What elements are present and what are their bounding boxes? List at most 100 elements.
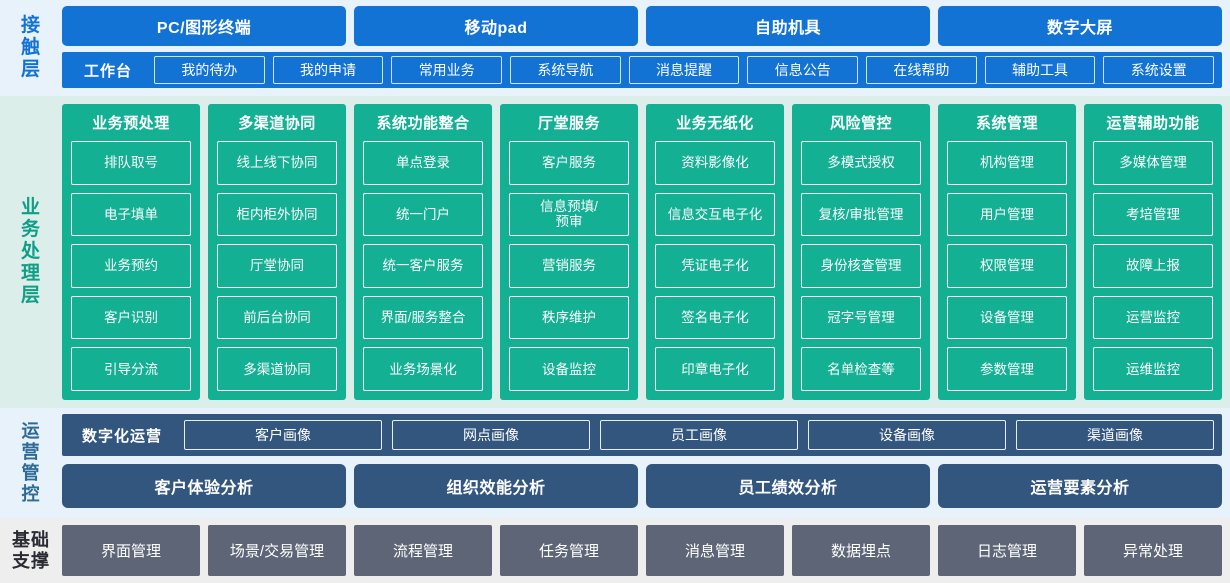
business-item[interactable]: 厅堂协同 — [217, 244, 337, 288]
business-column: 风险管控多模式授权复核/审批管理身份核查管理冠字号管理名单检查等 — [792, 104, 930, 400]
analysis-button[interactable]: 员工绩效分析 — [646, 464, 930, 508]
business-item[interactable]: 签名电子化 — [655, 295, 775, 340]
base-support-item[interactable]: 场景/交易管理 — [208, 525, 346, 576]
business-item[interactable]: 身份核查管理 — [801, 244, 921, 288]
layer-base-label: 基础支撑 — [0, 525, 62, 576]
business-item[interactable]: 用户管理 — [947, 192, 1067, 237]
layer-base: 基础支撑 界面管理场景/交易管理流程管理任务管理消息管理数据埋点日志管理异常处理 — [0, 518, 1230, 583]
business-item[interactable]: 运营监控 — [1093, 295, 1213, 340]
base-support-item[interactable]: 异常处理 — [1084, 525, 1222, 576]
business-column: 业务无纸化资料影像化信息交互电子化凭证电子化签名电子化印章电子化 — [646, 104, 784, 400]
business-item[interactable]: 客户服务 — [509, 141, 629, 185]
business-item[interactable]: 柜内柜外协同 — [217, 192, 337, 237]
analysis-button[interactable]: 客户体验分析 — [62, 464, 346, 508]
business-item[interactable]: 名单检查等 — [801, 347, 921, 391]
business-column: 运营辅助功能多媒体管理考培管理故障上报运营监控运维监控 — [1084, 104, 1222, 400]
layer-business-label-char: 层 — [20, 285, 41, 307]
analysis-button[interactable]: 组织效能分析 — [354, 464, 638, 508]
business-item[interactable]: 资料影像化 — [655, 141, 775, 185]
business-item[interactable]: 前后台协同 — [217, 295, 337, 340]
layer-contact-label-text: 接触层 — [21, 15, 41, 81]
layer-business-label-char: 处 — [20, 240, 41, 262]
business-item[interactable]: 多模式授权 — [801, 141, 921, 185]
business-item[interactable]: 信息交互电子化 — [655, 192, 775, 237]
business-column-title: 业务无纸化 — [676, 115, 754, 132]
layer-operations-body: 数字化运营 客户画像网点画像员工画像设备画像渠道画像 客户体验分析组织效能分析员… — [62, 414, 1222, 512]
base-support-item[interactable]: 日志管理 — [938, 525, 1076, 576]
business-item[interactable]: 统一客户服务 — [363, 244, 483, 288]
portrait-chip[interactable]: 客户画像 — [184, 420, 383, 450]
portrait-chip[interactable]: 网点画像 — [392, 420, 591, 450]
business-item[interactable]: 电子填单 — [71, 192, 191, 237]
business-item[interactable]: 业务预约 — [71, 244, 191, 288]
layer-base-label-text: 基础支撑 — [12, 530, 50, 572]
workbench-chip[interactable]: 在线帮助 — [866, 56, 977, 84]
business-item-list: 排队取号电子填单业务预约客户识别引导分流 — [71, 141, 191, 391]
layer-business-body: 业务预处理排队取号电子填单业务预约客户识别引导分流多渠道协同线上线下协同柜内柜外… — [62, 104, 1222, 400]
base-item-row: 界面管理场景/交易管理流程管理任务管理消息管理数据埋点日志管理异常处理 — [62, 525, 1222, 576]
business-item[interactable]: 单点登录 — [363, 141, 483, 185]
business-item[interactable]: 统一门户 — [363, 192, 483, 237]
base-support-item[interactable]: 消息管理 — [646, 525, 784, 576]
portrait-chip[interactable]: 员工画像 — [600, 420, 799, 450]
business-item[interactable]: 考培管理 — [1093, 192, 1213, 237]
business-item[interactable]: 凭证电子化 — [655, 244, 775, 288]
layer-business-label-char: 理 — [20, 263, 41, 285]
layer-business-label: 业务处理层 — [0, 104, 62, 400]
business-item[interactable]: 界面/服务整合 — [363, 295, 483, 340]
business-item[interactable]: 运维监控 — [1093, 347, 1213, 391]
business-item[interactable]: 印章电子化 — [655, 347, 775, 391]
business-item[interactable]: 排队取号 — [71, 141, 191, 185]
workbench-chip[interactable]: 常用业务 — [391, 56, 503, 84]
layer-base-body: 界面管理场景/交易管理流程管理任务管理消息管理数据埋点日志管理异常处理 — [62, 525, 1222, 576]
business-item[interactable]: 冠字号管理 — [801, 295, 921, 340]
business-item[interactable]: 客户识别 — [71, 295, 191, 340]
business-column-row: 业务预处理排队取号电子填单业务预约客户识别引导分流多渠道协同线上线下协同柜内柜外… — [62, 104, 1222, 400]
portrait-chip[interactable]: 设备画像 — [808, 420, 1007, 450]
layer-contact-label: 接触层 — [0, 6, 62, 90]
layer-contact-label-char: 接 — [20, 14, 41, 36]
terminal-button[interactable]: 数字大屏 — [938, 6, 1222, 46]
business-column-title: 厅堂服务 — [537, 115, 600, 132]
business-item[interactable]: 参数管理 — [947, 347, 1067, 391]
layer-operations-label-char: 运 — [21, 421, 41, 442]
layer-operations-label-char: 管 — [21, 463, 41, 483]
business-item[interactable]: 引导分流 — [71, 347, 191, 391]
workbench-chip[interactable]: 辅助工具 — [984, 56, 1096, 84]
workbench-chip[interactable]: 我的待办 — [154, 56, 265, 84]
workbench-chip[interactable]: 我的申请 — [272, 56, 384, 84]
business-item[interactable]: 营销服务 — [509, 244, 629, 288]
workbench-chip[interactable]: 系统设置 — [1103, 56, 1215, 84]
portrait-chip[interactable]: 渠道画像 — [1016, 420, 1215, 450]
workbench-chip[interactable]: 信息公告 — [747, 56, 859, 84]
base-support-item[interactable]: 数据埋点 — [792, 525, 930, 576]
terminal-button[interactable]: PC/图形终端 — [62, 6, 346, 46]
business-item[interactable]: 复核/审批管理 — [801, 192, 921, 237]
workbench-chip[interactable]: 消息提醒 — [628, 56, 740, 84]
business-item[interactable]: 信息预填/ 预审 — [509, 192, 629, 237]
business-item[interactable]: 多渠道协同 — [217, 347, 337, 391]
layer-operations-label-char: 控 — [21, 483, 41, 504]
business-item-list: 线上线下协同柜内柜外协同厅堂协同前后台协同多渠道协同 — [217, 141, 337, 391]
business-item[interactable]: 线上线下协同 — [217, 141, 337, 185]
business-item[interactable]: 故障上报 — [1093, 244, 1213, 288]
base-support-item[interactable]: 任务管理 — [500, 525, 638, 576]
terminal-button[interactable]: 移动pad — [354, 6, 638, 46]
business-item[interactable]: 设备监控 — [509, 347, 629, 391]
base-support-item[interactable]: 流程管理 — [354, 525, 492, 576]
business-column: 多渠道协同线上线下协同柜内柜外协同厅堂协同前后台协同多渠道协同 — [208, 104, 346, 400]
business-column-title: 风险管控 — [829, 115, 892, 132]
business-item[interactable]: 设备管理 — [947, 295, 1067, 340]
business-column: 厅堂服务客户服务信息预填/ 预审营销服务秩序维护设备监控 — [500, 104, 638, 400]
business-item-list: 多模式授权复核/审批管理身份核查管理冠字号管理名单检查等 — [801, 141, 921, 391]
base-support-item[interactable]: 界面管理 — [62, 525, 200, 576]
business-item[interactable]: 多媒体管理 — [1093, 141, 1213, 185]
business-item[interactable]: 业务场景化 — [363, 347, 483, 391]
business-item[interactable]: 机构管理 — [947, 141, 1067, 185]
business-column: 系统功能整合单点登录统一门户统一客户服务界面/服务整合业务场景化 — [354, 104, 492, 400]
business-item[interactable]: 秩序维护 — [509, 295, 629, 340]
workbench-chip[interactable]: 系统导航 — [510, 56, 621, 84]
terminal-button[interactable]: 自助机具 — [646, 6, 930, 46]
business-item[interactable]: 权限管理 — [947, 244, 1067, 288]
analysis-button[interactable]: 运营要素分析 — [938, 464, 1222, 508]
